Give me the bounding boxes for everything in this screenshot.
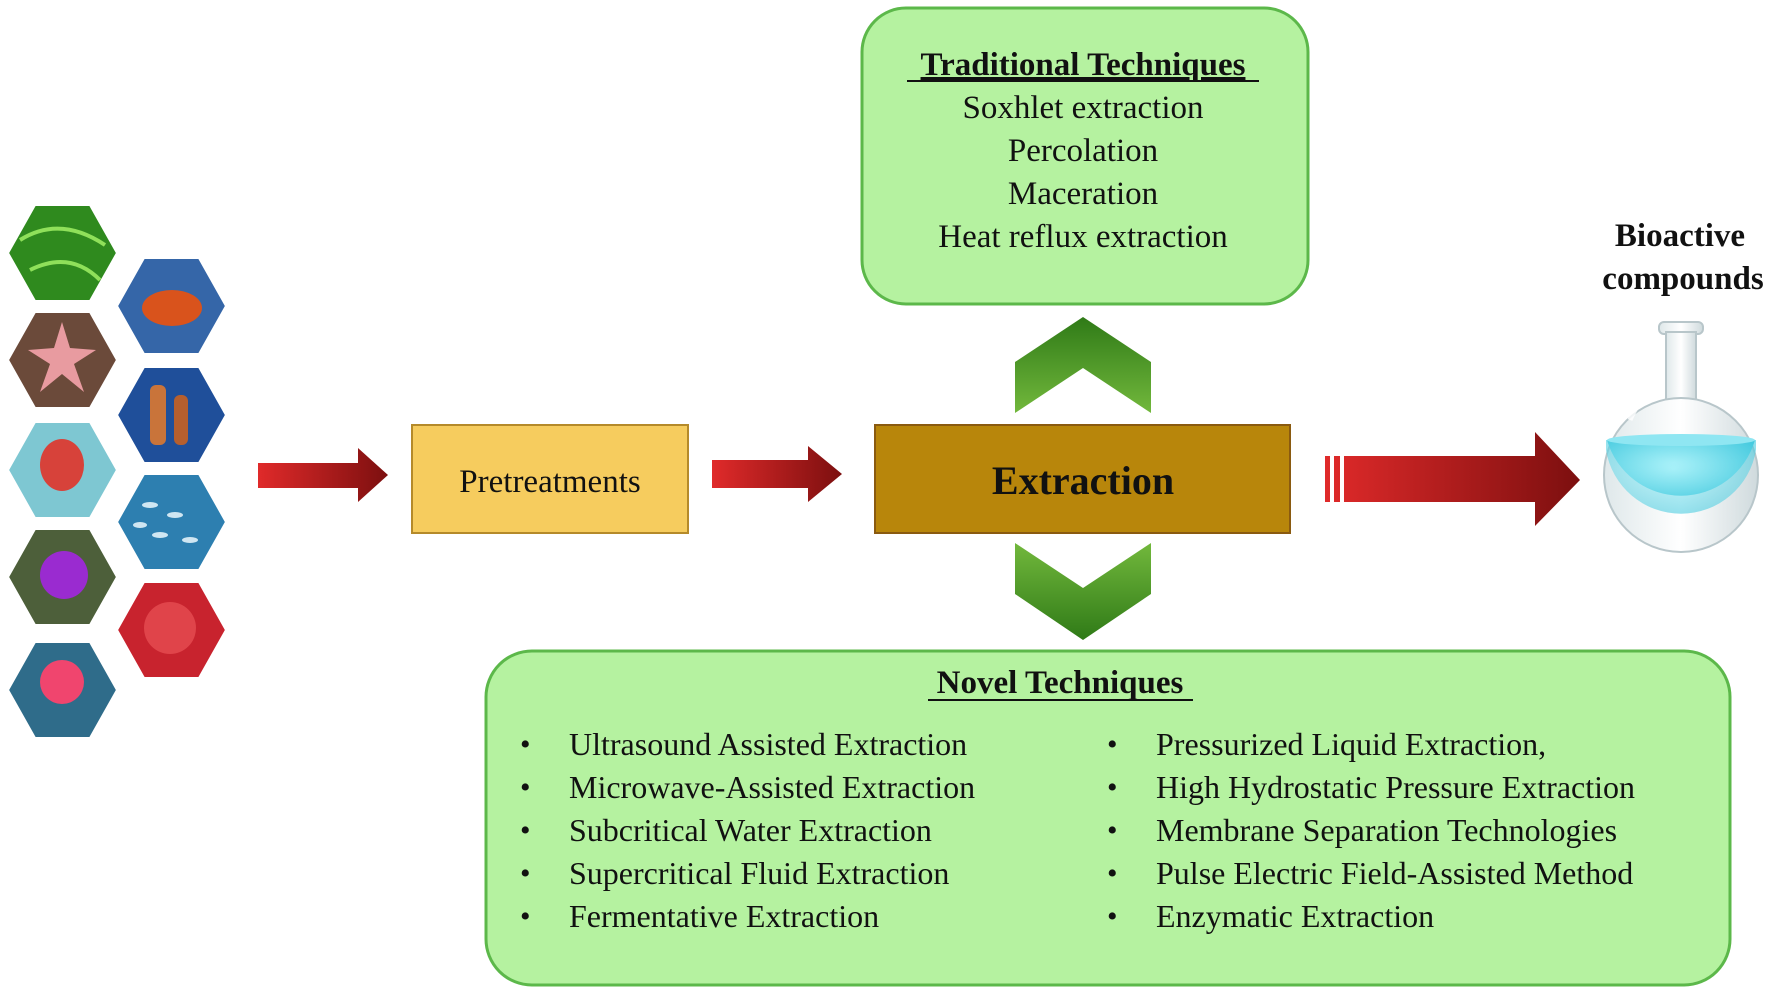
traditional-techniques-title: Traditional Techniques — [921, 47, 1246, 83]
sponge-image — [115, 366, 228, 464]
sponge-detail — [150, 385, 166, 445]
novel-item: Subcritical Water Extraction — [569, 812, 932, 848]
extraction-box — [874, 424, 1291, 534]
bullet: • — [1107, 857, 1118, 890]
sea-anemone-detail — [40, 660, 84, 704]
pretreatments-box — [411, 424, 689, 534]
novel-item: Supercritical Fluid Extraction — [569, 855, 949, 891]
fish-detail — [133, 502, 198, 543]
crab-detail — [142, 290, 202, 326]
chevron-down-icon — [1015, 543, 1151, 640]
traditional-item: Soxhlet extraction — [962, 90, 1203, 126]
jellyfish-detail — [40, 439, 84, 491]
starfish-detail — [28, 322, 96, 392]
traditional-item: Heat reflux extraction — [938, 219, 1228, 255]
bullet: • — [520, 857, 531, 890]
bullet: • — [1107, 814, 1118, 847]
novel-item: Microwave-Assisted Extraction — [569, 769, 975, 805]
bullet: • — [1107, 771, 1118, 804]
novel-left-column: • Ultrasound Assisted Extraction • Micro… — [520, 726, 975, 934]
arrow-to-bioactive-compounds — [1325, 432, 1580, 526]
red-coral-detail — [144, 602, 196, 654]
bullet: • — [1107, 728, 1118, 761]
pretreatments-label: Pretreatments — [459, 464, 640, 500]
novel-right-column: • Pressurized Liquid Extraction, • High … — [1107, 726, 1635, 934]
fish-school-image — [115, 473, 228, 571]
novel-item: Membrane Separation Technologies — [1156, 812, 1617, 848]
bullet: • — [1107, 900, 1118, 933]
novel-item: Enzymatic Extraction — [1156, 898, 1434, 934]
seaweed-detail — [18, 226, 107, 282]
bioactive-label-line2: compounds — [1602, 261, 1764, 297]
seaweed-image — [6, 204, 119, 302]
bullet: • — [520, 900, 531, 933]
arrow-to-extraction — [712, 446, 842, 502]
chevron-up-icon — [1015, 317, 1151, 413]
extraction-label: Extraction — [992, 458, 1174, 503]
bullet: • — [520, 728, 531, 761]
novel-techniques-title: Novel Techniques — [937, 665, 1184, 701]
traditional-item: Percolation — [1008, 133, 1158, 169]
purple-coral-detail — [40, 551, 88, 599]
novel-item: Pressurized Liquid Extraction, — [1156, 726, 1546, 762]
flask-icon — [1603, 321, 1759, 553]
traditional-item: Maceration — [1008, 176, 1158, 212]
novel-item: Pulse Electric Field-Assisted Method — [1156, 855, 1633, 891]
marine-organisms-collage — [6, 204, 228, 739]
novel-item: High Hydrostatic Pressure Extraction — [1156, 769, 1635, 805]
bullet: • — [520, 814, 531, 847]
arrow-to-pretreatments — [258, 448, 388, 502]
novel-item: Ultrasound Assisted Extraction — [569, 726, 967, 762]
novel-techniques-box — [484, 649, 1732, 987]
novel-item: Fermentative Extraction — [569, 898, 879, 934]
bioactive-label-line1: Bioactive — [1615, 218, 1745, 254]
bullet: • — [520, 771, 531, 804]
